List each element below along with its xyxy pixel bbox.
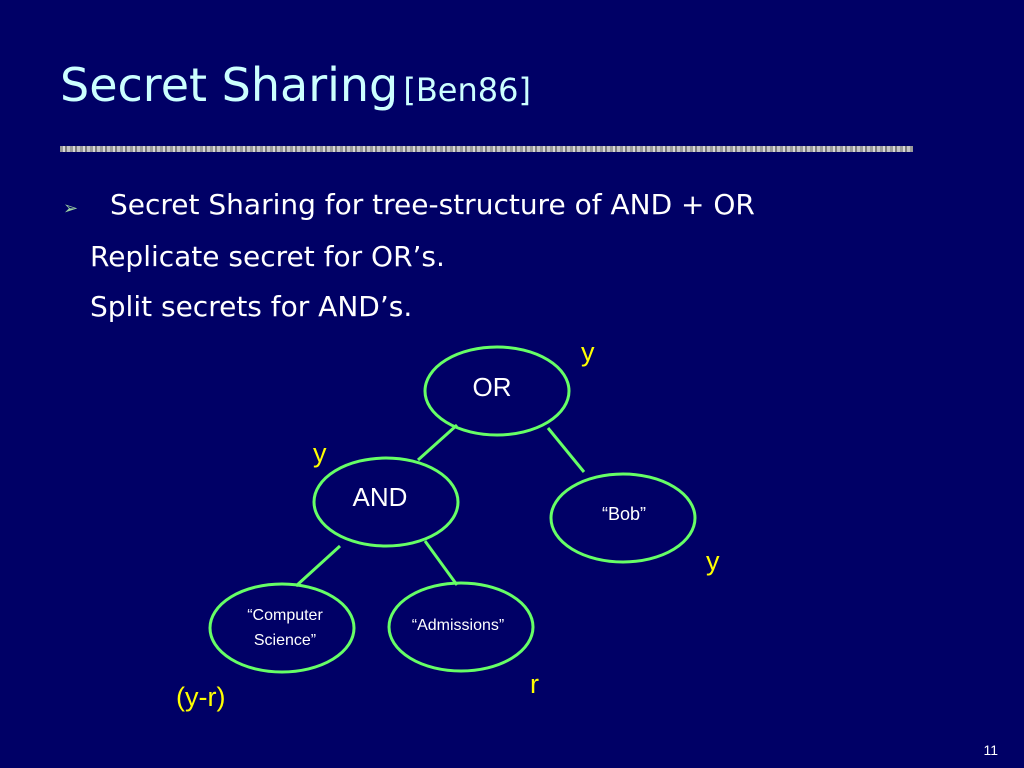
node-admissions: “Admissions” — [387, 581, 535, 673]
node-admissions-label: “Admissions” — [412, 617, 504, 634]
title-text: Secret Sharing — [60, 58, 399, 112]
node-and-label: AND — [353, 482, 408, 512]
page-number: 11 — [983, 742, 998, 758]
node-cs-label-line-2: Science” — [254, 632, 316, 649]
annotation-and-share: y — [313, 438, 327, 468]
title-citation: [Ben86] — [403, 71, 531, 109]
edge-or-bob — [546, 427, 586, 473]
bullet-text-line-1: Secret Sharing for tree-structure of AND… — [110, 188, 755, 221]
slide-title: Secret Sharing [Ben86] — [60, 58, 531, 112]
node-computer-science: “Computer Science” — [208, 582, 356, 674]
bullet-text-line-3: Split secrets for AND’s. — [90, 290, 413, 323]
arrow-bullet-icon: ➢ — [63, 198, 79, 219]
annotation-cs-share: (y-r) — [176, 682, 225, 712]
edge-and-admissions — [423, 540, 459, 586]
annotation-bob-share: y — [706, 546, 720, 576]
node-or-label: OR — [473, 372, 512, 402]
edge-and-cs — [294, 544, 342, 588]
annotation-admissions-share: r — [530, 669, 539, 699]
node-cs-label-line-1: “Computer — [247, 607, 323, 624]
title-divider — [60, 146, 913, 152]
node-bob: “Bob” — [549, 472, 697, 564]
node-and: AND — [312, 456, 460, 548]
bullet-text-line-2: Replicate secret for OR’s. — [90, 240, 445, 273]
node-bob-label: “Bob” — [602, 504, 646, 524]
node-or: OR — [423, 345, 571, 437]
edge-or-and — [416, 423, 459, 462]
annotation-or-share: y — [581, 337, 595, 367]
